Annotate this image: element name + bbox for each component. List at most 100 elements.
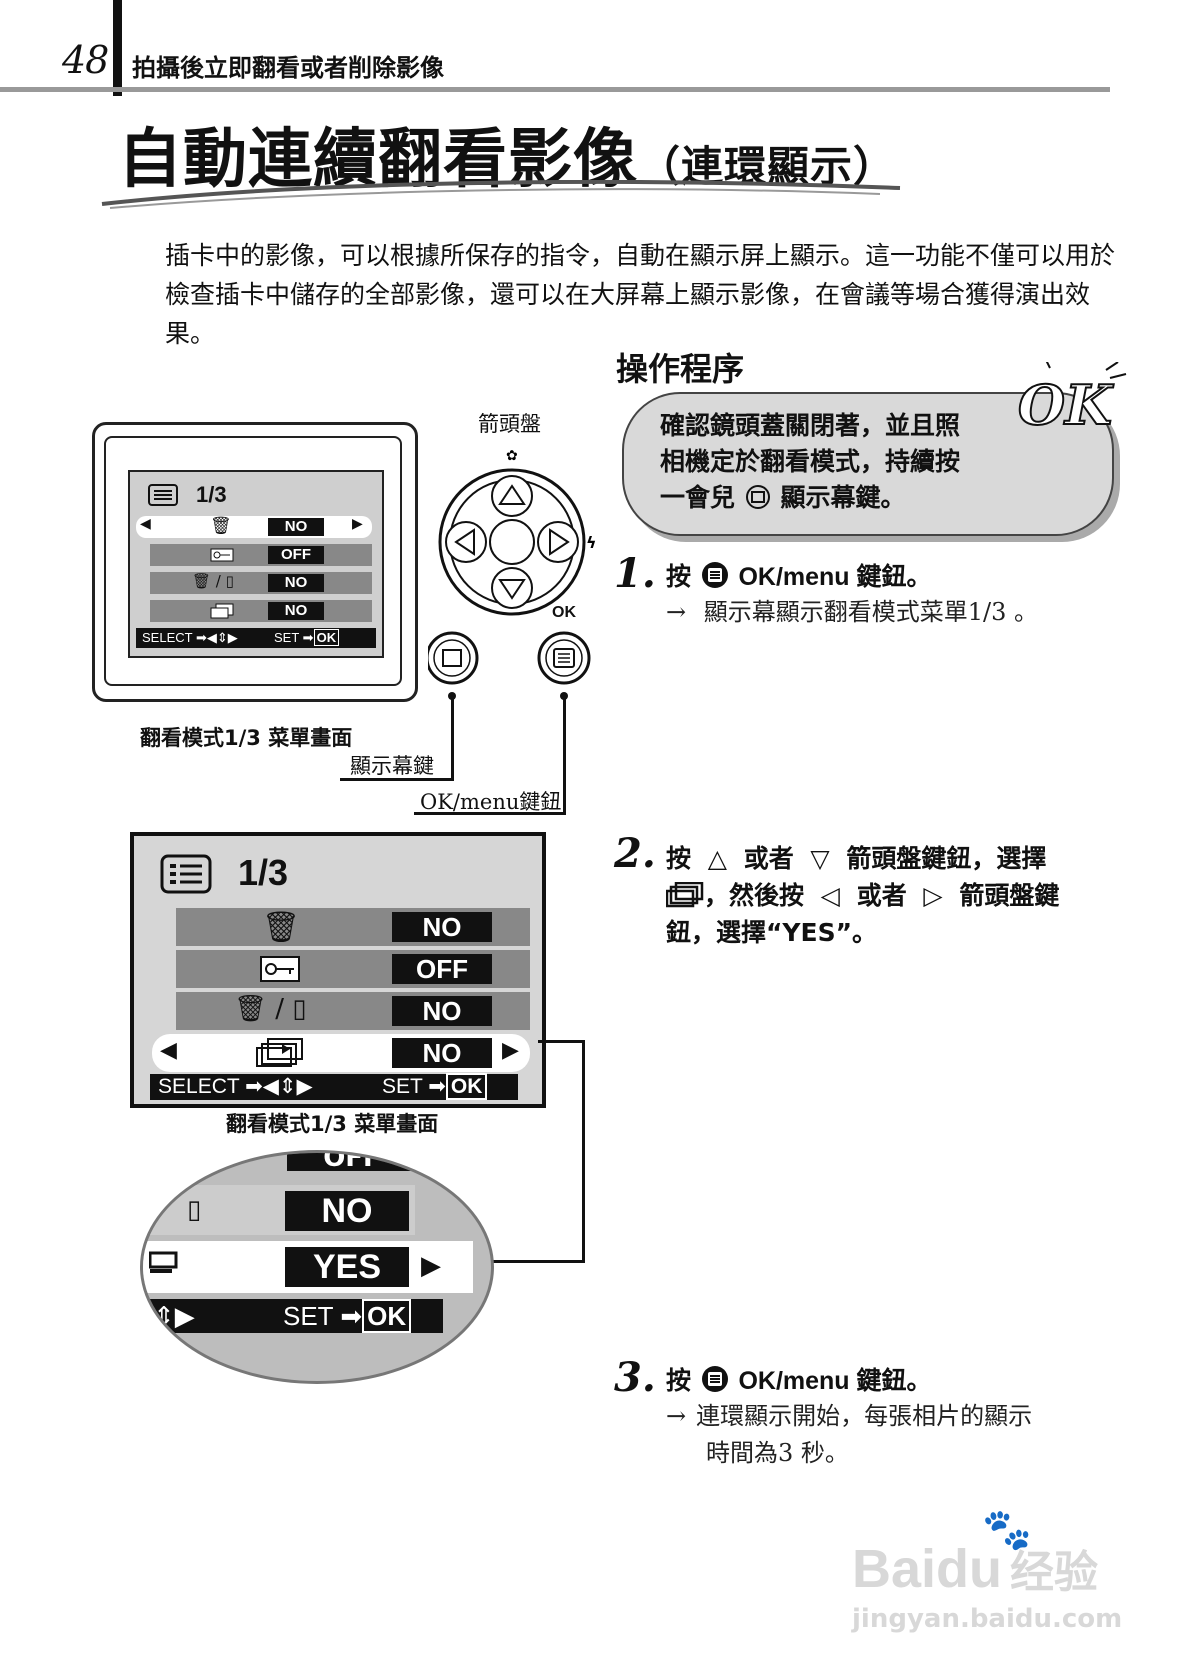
step-2-text: 按 △ 或者 ▽ 箭頭盤鍵鈕，選擇 ，然後按 ◁ 或者 ▷ 箭頭盤鍵 鈕，選擇“… xyxy=(666,840,1116,951)
footer-set-label: SET xyxy=(382,1075,423,1098)
page-number: 48 xyxy=(62,38,109,82)
leader-line xyxy=(340,778,454,781)
ok-menu-icon xyxy=(701,562,728,588)
erase-all-icon: 🗑 xyxy=(262,910,301,945)
ok-menu-label: OK/menu鍵鈕 xyxy=(420,790,562,814)
menu-row-3-value: NO xyxy=(392,996,492,1026)
menu-row-4-value: NO xyxy=(392,1038,492,1068)
menu-row-1-value: NO xyxy=(392,912,492,942)
footer-set-group: SET ➡OK xyxy=(382,1073,488,1100)
erase-protect-icon: 🗑 / ▯ xyxy=(234,994,307,1024)
step-3-arrow: → xyxy=(666,1402,687,1430)
zoom-footer-arrows-icon: ⇕▶ xyxy=(153,1301,195,1331)
slideshow-icon xyxy=(256,1038,303,1067)
large-menu-screen: 1/3 🗑 NO OFF 🗑 / ▯ NO ◀ NO ▶ SELECT ➡◀⇕▶… xyxy=(130,832,546,1108)
step-2-line1-a: 按 xyxy=(666,844,692,873)
zoom-row-1-value: NO xyxy=(285,1191,409,1231)
left-arrow-icon: ◀ xyxy=(160,1038,177,1063)
camera-lcd-frame xyxy=(104,436,402,686)
display-key-label: 顯示幕鍵 xyxy=(350,754,434,778)
zoom-footer-set-group: SET ➡OK xyxy=(283,1299,412,1333)
menu-row-4[interactable] xyxy=(150,600,372,622)
erase-protect-icon: 🗑 / ▯ xyxy=(192,572,234,590)
watermark-cn: 经验 xyxy=(1010,1548,1099,1597)
footer-ok-label: OK xyxy=(313,629,340,646)
zoom-footer: ⇕▶ SET ➡OK xyxy=(143,1299,443,1333)
menu-list-icon xyxy=(148,484,178,506)
leader-line xyxy=(451,696,454,778)
menu-row-3[interactable] xyxy=(150,572,372,594)
menu-footer: SELECT ➡◀⇕▶ SET ➡OK xyxy=(136,628,376,648)
footer-select-arrows-icon: ➡◀⇕▶ xyxy=(239,1075,313,1098)
step-2-line2-c: 箭頭盤鍵 xyxy=(959,881,1060,910)
footer-set-label: SET xyxy=(274,630,300,645)
ok-label: OK xyxy=(552,604,576,621)
step-3-result: →連環顯示開始，每張相片的顯示 時間為3 秒。 xyxy=(666,1398,1116,1472)
footer-select-arrows-icon: ➡◀⇕▶ xyxy=(192,630,238,645)
macro-icon: ✿ xyxy=(506,448,518,464)
menu-row-2-value: OFF xyxy=(268,546,324,564)
watermark-url: jingyan.baidu.com xyxy=(852,1604,1123,1634)
step-2-line2-a: ，然後按 xyxy=(704,881,805,910)
menu-page-indicator: 1/3 xyxy=(196,482,227,507)
menu-row-4-value: NO xyxy=(268,602,324,620)
connector-line xyxy=(478,1260,585,1263)
large-menu-caption: 翻看模式1/3 菜單畫面 xyxy=(226,1112,439,1136)
tip-line-3a: 一會兒 xyxy=(660,483,736,512)
step-1-text-a: 按 xyxy=(666,562,692,591)
step-3-sub-1: 連環顯示開始，每張相片的顯示 xyxy=(696,1402,1033,1430)
display-key-icon xyxy=(745,485,770,509)
tip-line-3b: 顯示幕鍵。 xyxy=(780,483,906,512)
menu-row-3-value: NO xyxy=(268,574,324,592)
step-2-line-2: ，然後按 ◁ 或者 ▷ 箭頭盤鍵 xyxy=(666,877,1116,914)
zoom-ellipse: OFF ▯ NO YES ▶ ⇕▶ SET ➡OK xyxy=(140,1150,494,1384)
small-menu-screen: 1/3 ◀ 🗑 NO ▶ OFF 🗑 / ▯ NO NO SELECT ➡◀⇕▶… xyxy=(128,470,384,658)
zoom-footer-ok-label: OK xyxy=(362,1299,412,1333)
step-1-arrow: → xyxy=(666,598,687,626)
leader-line xyxy=(414,812,566,815)
tip-box xyxy=(622,392,1114,536)
step-2-line2-b: 或者 xyxy=(856,881,907,910)
ok-menu-button[interactable] xyxy=(554,630,614,690)
footer-select-label: SELECT xyxy=(142,630,193,645)
step-2-line1-b: 或者 xyxy=(743,844,794,873)
step-3-text: 按 OK/menu 鍵鈕。 xyxy=(666,1362,932,1400)
down-triangle-icon: ▽ xyxy=(810,844,830,873)
menu-page-indicator: 1/3 xyxy=(238,852,289,893)
step-3-sub-line-1: → 連環顯示開始，每張相片的顯示 xyxy=(666,1398,1116,1435)
small-menu-caption: 翻看模式1/3 菜單畫面 xyxy=(140,726,353,750)
paw-icon: 🐾 xyxy=(982,1507,1032,1553)
display-key-button[interactable] xyxy=(442,630,502,690)
slideshow-icon xyxy=(666,882,704,908)
step-3-text-b: OK/menu 鍵鈕。 xyxy=(738,1367,932,1395)
header-bar xyxy=(113,0,122,96)
tip-line-1: 確認鏡頭蓋關閉著，並且照 xyxy=(660,411,961,440)
connector-line xyxy=(582,1040,585,1262)
step-2-line1-c: 箭頭盤鍵鈕，選擇 xyxy=(846,844,1047,873)
zoom-row-2-value: YES xyxy=(285,1247,409,1287)
step-2-number: 2. xyxy=(614,830,656,877)
connector-line xyxy=(538,1040,584,1043)
right-arrow-icon: ▶ xyxy=(352,516,363,532)
procedure-heading: 操作程序 xyxy=(616,350,745,388)
slideshow-icon xyxy=(210,603,234,619)
menu-row-2[interactable] xyxy=(150,544,372,566)
tip-text: 確認鏡頭蓋關閉著，並且照 相機定於翻看模式，持續按 一會兒 顯示幕鍵。 xyxy=(660,408,1060,516)
menu-row-selected[interactable] xyxy=(136,516,372,538)
slideshow-partial-icon xyxy=(149,1251,178,1273)
svg-text:ϟ: ϟ xyxy=(586,533,597,552)
right-triangle-icon: ▷ xyxy=(923,881,943,910)
step-2-line-1: 按 △ 或者 ▽ 箭頭盤鍵鈕，選擇 xyxy=(666,840,1116,877)
left-arrow-icon: ◀ xyxy=(140,516,151,532)
footer-set-group: SET ➡OK xyxy=(274,628,340,648)
intro-paragraph: 插卡中的影像，可以根據所保存的指令，自動在顯示屏上顯示。這一功能不僅可以用於檢查… xyxy=(165,241,1116,348)
ok-menu-icon xyxy=(701,1366,728,1392)
protect-partial-icon: ▯ xyxy=(187,1195,202,1225)
step-1-sub: 顯示幕顯示翻看模式菜單1/3 。 xyxy=(703,598,1039,626)
menu-row-2-value: OFF xyxy=(392,954,492,984)
step-1-result: → 顯示幕顯示翻看模式菜單1/3 。 xyxy=(666,594,1038,631)
step-3-number: 3. xyxy=(614,1354,656,1401)
watermark-brand-text: Baidu xyxy=(852,1539,1003,1599)
step-2-line-3: 鈕，選擇“YES”。 xyxy=(666,918,878,947)
